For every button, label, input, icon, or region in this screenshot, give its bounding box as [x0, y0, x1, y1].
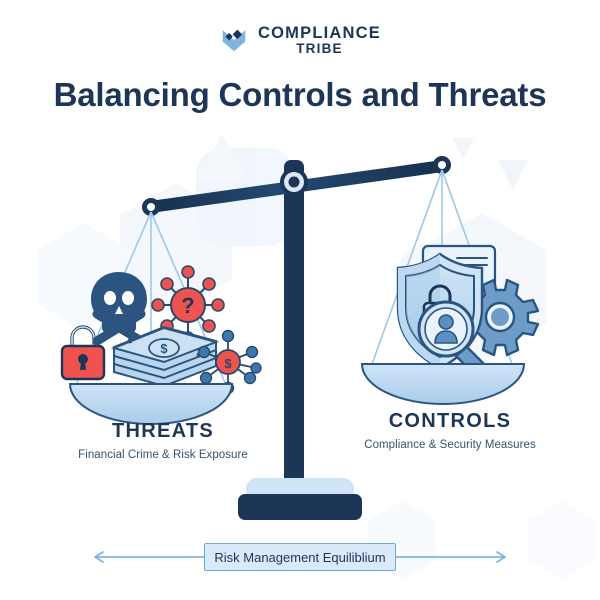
brand-name-line2: TRIBE [296, 40, 343, 56]
brand-logo: COMPLIANCE TRIBE [0, 20, 600, 60]
equilibrium-footer: Risk Management Equiliblium [0, 543, 600, 577]
right-pan-caption: CONTROLS Compliance & Security Measures [320, 410, 580, 451]
page-title: Balancing Controls and Threats [53, 76, 547, 113]
controls-label: CONTROLS [388, 410, 512, 432]
equilibrium-arrows [94, 551, 506, 563]
left-pan-caption: THREATS Financial Crime & Risk Exposure [28, 420, 298, 461]
brand-text: COMPLIANCE TRIBE [258, 23, 381, 56]
svg-text:?: ? [181, 293, 194, 318]
scale-beam [150, 160, 443, 213]
dollar-network-icon: $ [197, 329, 262, 395]
arrow-left-icon [94, 551, 204, 563]
compliance-tribe-chevron-logo-icon [222, 27, 246, 52]
red-padlock-icon [60, 325, 106, 381]
threats-sublabel: Financial Crime & Risk Exposure [78, 449, 248, 461]
equilibrium-badge: Risk Management Equiliblium [204, 543, 396, 571]
brand-name-line1: COMPLIANCE [258, 23, 381, 42]
svg-text:$: $ [160, 341, 168, 356]
skull-and-crossbones-icon [91, 272, 147, 346]
svg-text:$: $ [224, 356, 232, 371]
controls-sublabel: Compliance & Security Measures [364, 439, 536, 451]
right-pan-group [360, 156, 540, 405]
scale-stand [238, 160, 362, 520]
left-pan-group: ? $ [60, 198, 262, 425]
arrow-right-icon [396, 551, 506, 563]
threats-label: THREATS [111, 420, 215, 442]
